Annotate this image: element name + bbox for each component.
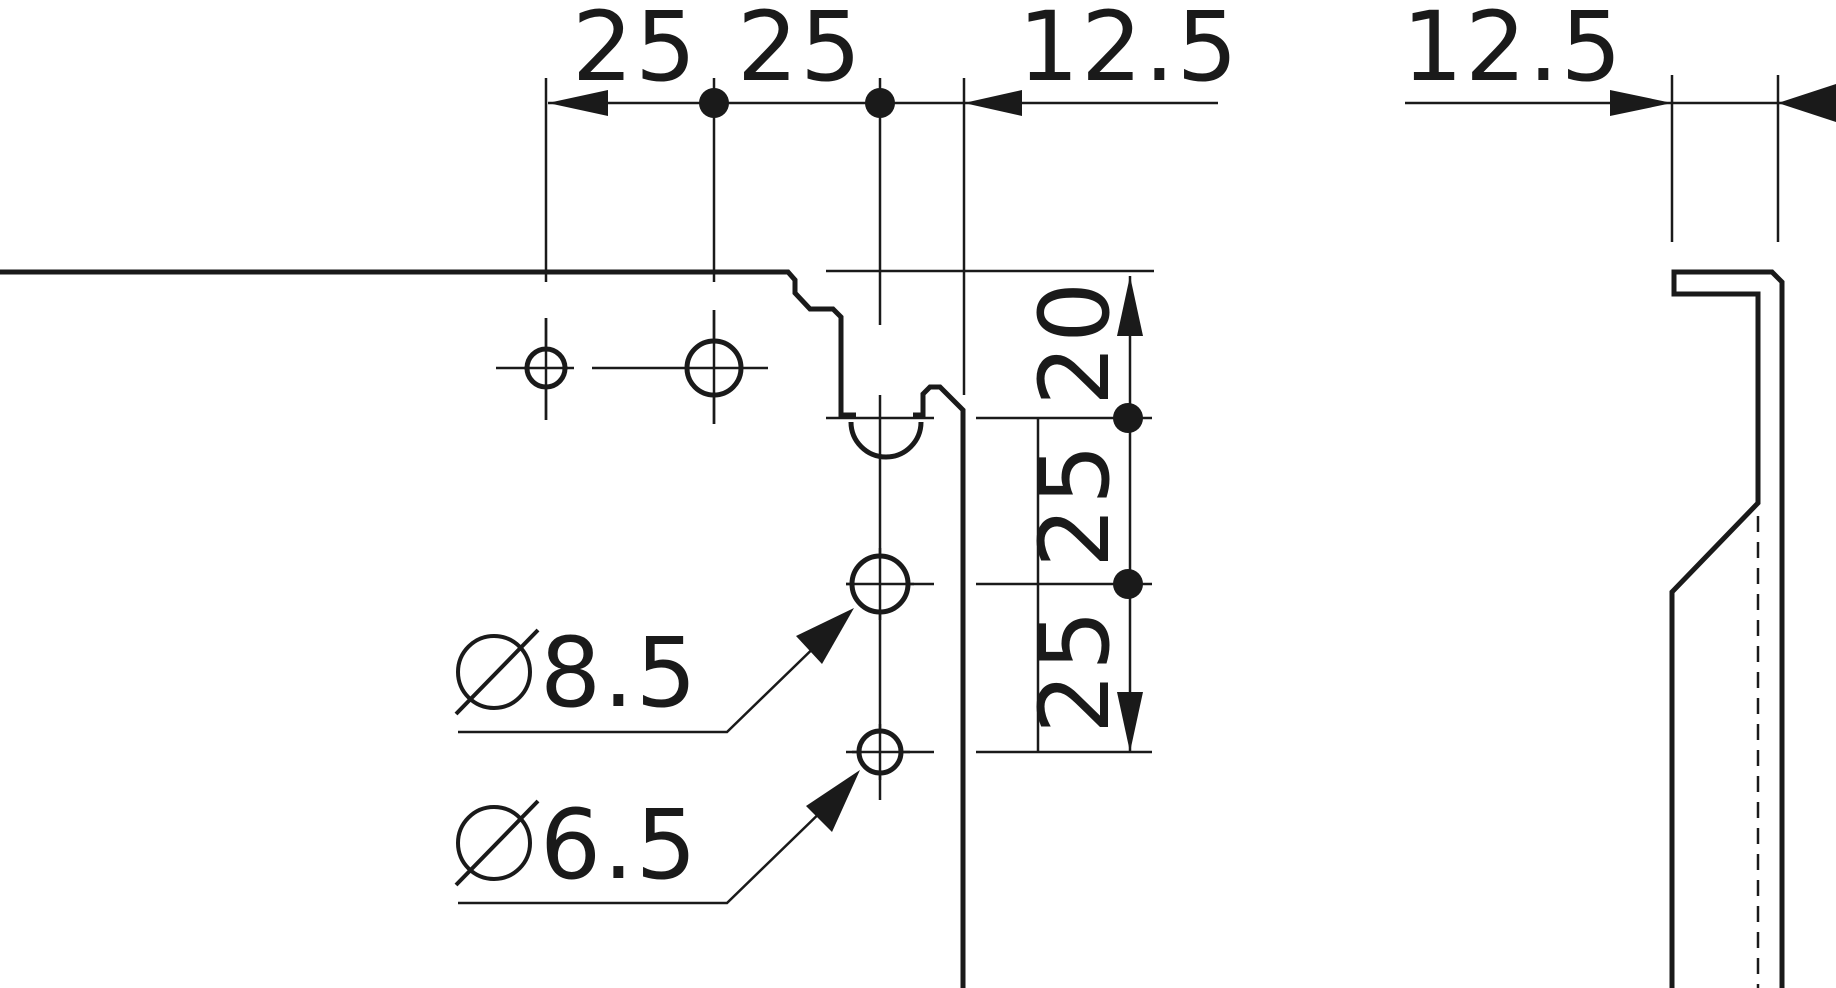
- dim-label-top-left: 25: [572, 0, 698, 103]
- vertical-dimension-chain: 20 25 25: [976, 276, 1152, 754]
- dim-label-vertical-middle: 25: [1019, 442, 1131, 568]
- arrowhead: [1117, 692, 1143, 752]
- callout-hole-large: 8.5: [454, 608, 854, 734]
- top-dimension-chain: 25 25 12.5: [544, 0, 1240, 395]
- dim-label-hole-large: 8.5: [540, 617, 699, 729]
- diameter-symbol-icon: [454, 628, 540, 716]
- arrowhead: [1610, 90, 1672, 116]
- arrowhead: [1117, 276, 1143, 336]
- callout-hole-small: 6.5: [454, 770, 860, 905]
- side-dimension: 12.5: [1402, 0, 1836, 242]
- dimension-dot: [1113, 403, 1143, 433]
- dim-label-vertical-bottom: 25: [1019, 608, 1131, 734]
- vertical-hole-column: [826, 395, 934, 800]
- dimension-dot: [865, 88, 895, 118]
- dim-label-side: 12.5: [1402, 0, 1624, 103]
- arrowhead: [806, 770, 860, 832]
- arrowhead: [548, 90, 608, 116]
- arrowhead: [1778, 84, 1836, 122]
- profile-outline: [0, 269, 1154, 988]
- arrowhead: [964, 90, 1022, 116]
- dim-label-top-middle: 25: [737, 0, 863, 103]
- dim-label-vertical-top: 20: [1019, 280, 1131, 406]
- dimension-dot: [1113, 569, 1143, 599]
- dim-label-hole-small: 6.5: [540, 789, 699, 901]
- diameter-symbol-icon: [454, 799, 540, 887]
- side-view-profile: [1669, 269, 1785, 988]
- arrowhead: [796, 608, 854, 664]
- dimension-dot: [699, 88, 729, 118]
- upper-hole-row: [496, 310, 768, 424]
- dim-label-top-right: 12.5: [1018, 0, 1240, 103]
